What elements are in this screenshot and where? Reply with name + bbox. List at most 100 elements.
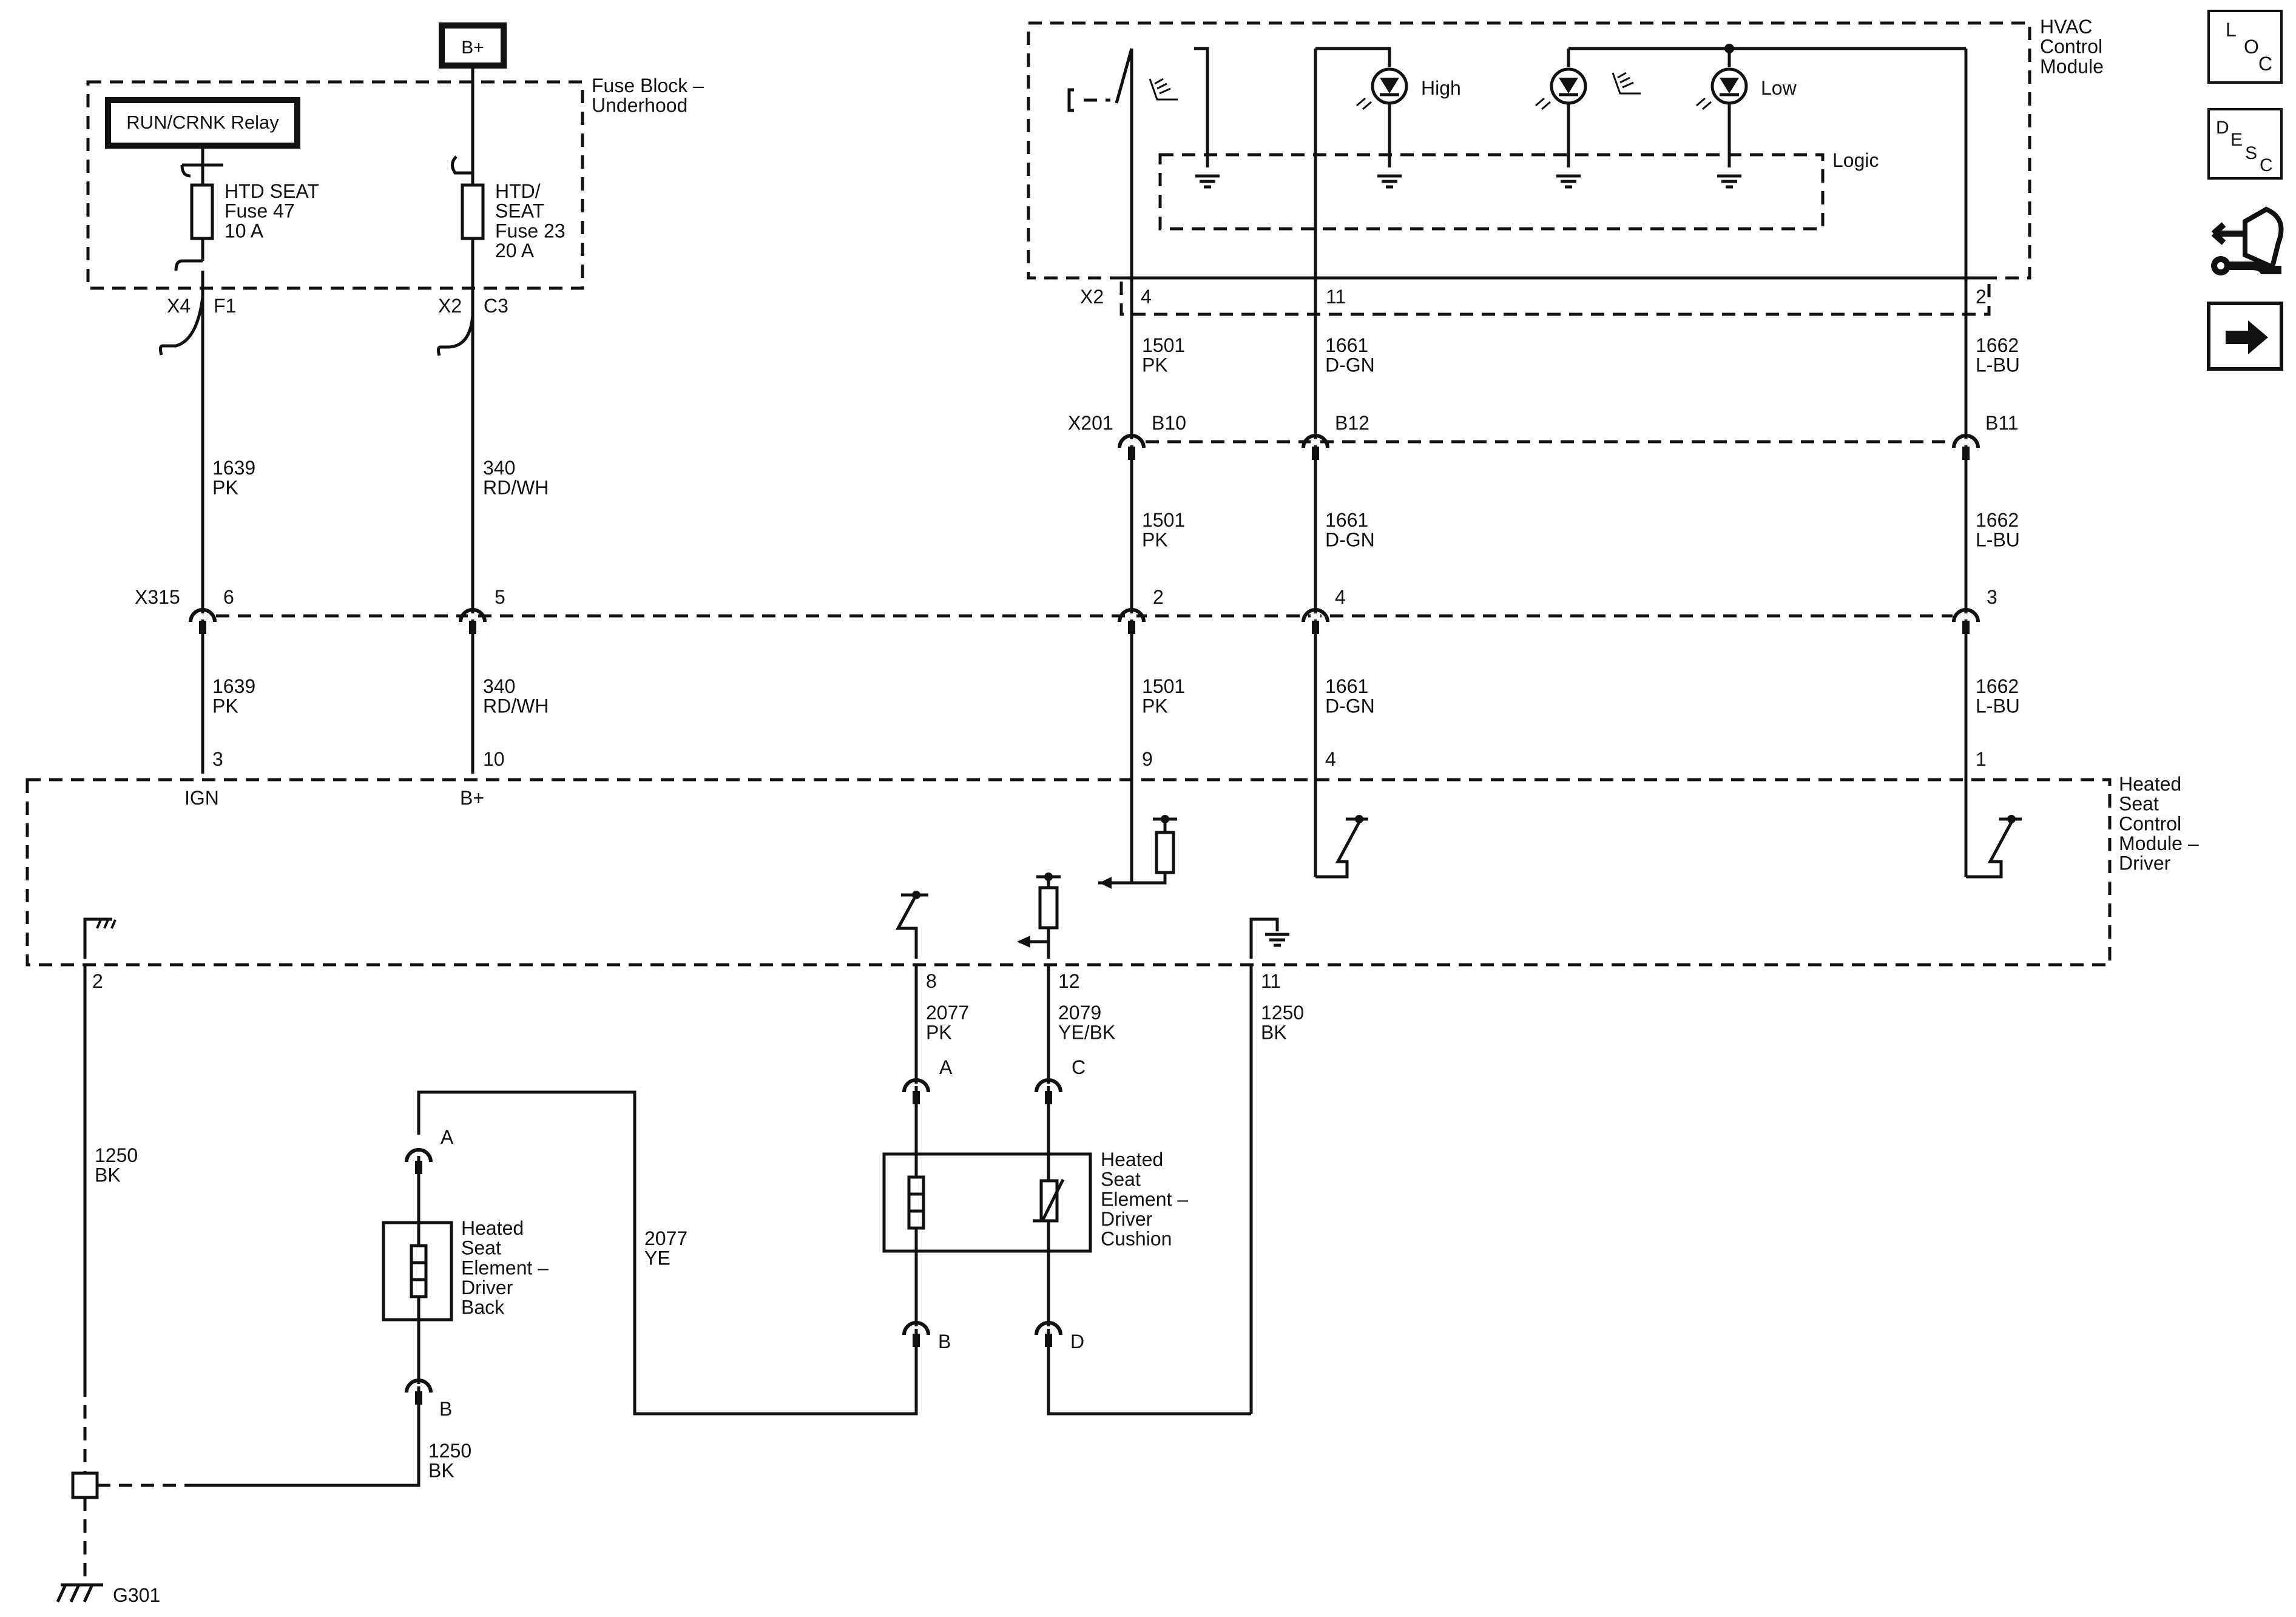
arrow-right-icon xyxy=(2226,320,2268,354)
connector-cavity-icon xyxy=(1302,434,1329,460)
connector-cavity-icon xyxy=(459,608,487,634)
connector-x315: X315 6 5 2 4 3 xyxy=(135,586,1997,634)
nav-loc-button[interactable]: L O C xyxy=(2207,10,2283,84)
hscm-pin-12: 12 xyxy=(1058,970,1080,992)
low-label: Low xyxy=(1761,77,1797,99)
hscm-pin-3: 3 xyxy=(212,748,223,770)
hscm-pin-9: 9 xyxy=(1142,748,1153,770)
b-plus-source: B+ xyxy=(439,22,507,158)
connector-cavity-icon xyxy=(1118,608,1146,634)
connector-cavity-icon xyxy=(1952,434,1980,460)
cushion-heater-icon xyxy=(907,1175,925,1230)
hvac-pin-4: 4 xyxy=(1141,286,1152,308)
splice-icon xyxy=(71,1471,99,1499)
hscm-pin-2: 2 xyxy=(92,970,103,992)
x315-label: X315 xyxy=(135,586,180,608)
high-indicator-icon xyxy=(1373,69,1406,103)
fuse-block-underhood: Fuse Block –Underhood RUN/CRNK Relay HTD… xyxy=(86,75,704,297)
high-label: High xyxy=(1421,77,1461,99)
nav-loc-c: C xyxy=(2258,53,2272,75)
x201-pin-b11: B11 xyxy=(1985,412,2019,434)
conn-x2-label: X2 xyxy=(438,295,462,317)
relay-label: RUN/CRNK Relay xyxy=(126,112,279,133)
fuse-47-icon xyxy=(190,183,214,240)
nav-desc-c: C xyxy=(2260,155,2273,175)
bplus-input-label: B+ xyxy=(460,787,484,809)
heated-seat-icon xyxy=(1149,78,1179,101)
x315-pin-5: 5 xyxy=(495,586,505,608)
b-plus-label: B+ xyxy=(461,38,484,58)
hvac-pin-11: 11 xyxy=(1326,286,1346,308)
ground-label: G301 xyxy=(113,1584,160,1606)
hscm-pin-1: 1 xyxy=(1976,748,1987,770)
conn-x4-label: X4 xyxy=(167,295,191,317)
nav-loc-l: L xyxy=(2226,19,2237,41)
pin-c3-label: C3 xyxy=(484,295,508,317)
logic-label: Logic xyxy=(1832,149,1879,171)
x315-pin-4: 4 xyxy=(1335,586,1346,608)
x315-pin-2: 2 xyxy=(1153,586,1164,608)
heated-seat-low-icon xyxy=(1612,72,1642,95)
cushion-pin-d: D xyxy=(1070,1331,1084,1352)
connector-cavity-icon xyxy=(189,608,217,634)
back-heater-icon xyxy=(410,1244,428,1298)
hscm-pin-11: 11 xyxy=(1261,970,1281,992)
cushion-pin-c: C xyxy=(1072,1056,1086,1078)
fuse-block-label: Fuse Block –Underhood xyxy=(592,75,704,116)
connector-cavity-icon xyxy=(1302,608,1329,634)
nav-desc-s: S xyxy=(2245,143,2257,163)
hscm-pin-4: 4 xyxy=(1325,748,1336,770)
nav-next-button[interactable] xyxy=(2207,302,2283,371)
x315-pin-3: 3 xyxy=(1987,586,1997,608)
nav-loc-o: O xyxy=(2244,36,2259,58)
cushion-element-box xyxy=(882,1152,1092,1253)
connector-cavity-icon xyxy=(1118,434,1146,460)
fuse-block-connectors: X4 F1 X2 C3 xyxy=(158,271,508,356)
ground-g301-icon xyxy=(56,1583,103,1603)
hvac-pin-2: 2 xyxy=(1976,286,1987,308)
connector-cavity-icon xyxy=(1952,608,1980,634)
hscm-pin-8: 8 xyxy=(926,970,937,992)
hscm-pin-10: 10 xyxy=(483,748,505,770)
cushion-thermistor-icon xyxy=(1039,1179,1059,1223)
cushion-pin-b: B xyxy=(938,1331,951,1352)
pin-f1-label: F1 xyxy=(214,295,236,317)
nav-desc-button[interactable]: D E S C xyxy=(2207,108,2283,180)
cushion-pin-a: A xyxy=(939,1056,953,1078)
seat-indicator-icon xyxy=(1551,69,1585,103)
low-indicator-icon xyxy=(1712,69,1746,103)
nav-connector-tool-icon[interactable] xyxy=(2211,206,2284,275)
x201-pin-b12: B12 xyxy=(1335,412,1369,434)
connector-x201: X201 B10 B12 B11 xyxy=(1068,412,2019,460)
x201-label: X201 xyxy=(1068,412,1113,434)
